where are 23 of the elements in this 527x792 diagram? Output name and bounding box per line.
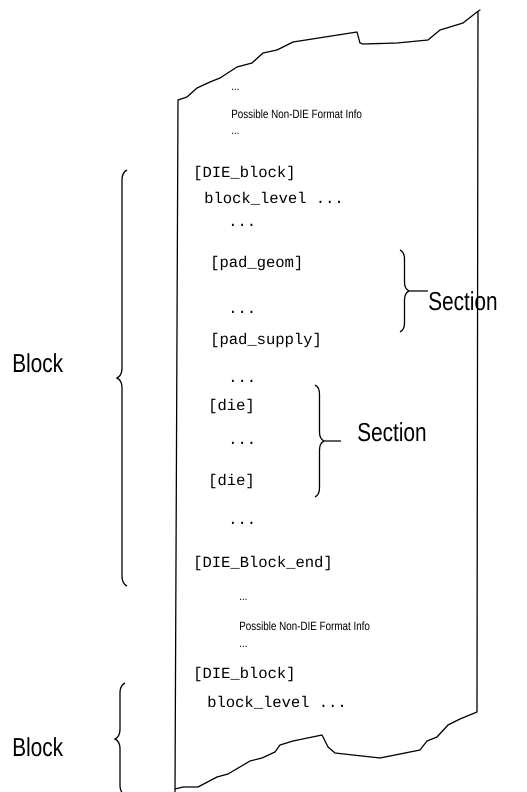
code-line: block_level ... [206, 192, 340, 205]
note-text: Possible Non-DIE Format Info [240, 621, 370, 630]
bracket-label: Section [358, 422, 426, 442]
code-line: ... [232, 224, 252, 226]
code-line: [pad_supply] [213, 332, 319, 348]
code-line: [DIE_block] [196, 166, 292, 180]
note-text: ... [240, 646, 246, 647]
code-line: [DIE_Block_end] [196, 556, 330, 570]
code-line: ... [232, 522, 252, 524]
note-text: ... [232, 88, 238, 90]
bracket-label: Block [14, 353, 64, 372]
code-line: ... [232, 442, 252, 444]
code-line: [DIE_block] [196, 666, 292, 682]
code-line: [die] [211, 398, 252, 414]
code-line: ... [232, 310, 252, 313]
bracket-label: Block [14, 737, 64, 756]
code-line: [pad_geom] [213, 256, 300, 270]
code-line: block_level ... [208, 696, 343, 709]
note-text: Possible Non-DIE Format Info [232, 109, 362, 118]
code-line: [die] [211, 474, 252, 488]
code-line: ... [232, 380, 252, 382]
note-text: ... [232, 132, 238, 134]
note-text: ... [240, 598, 246, 600]
